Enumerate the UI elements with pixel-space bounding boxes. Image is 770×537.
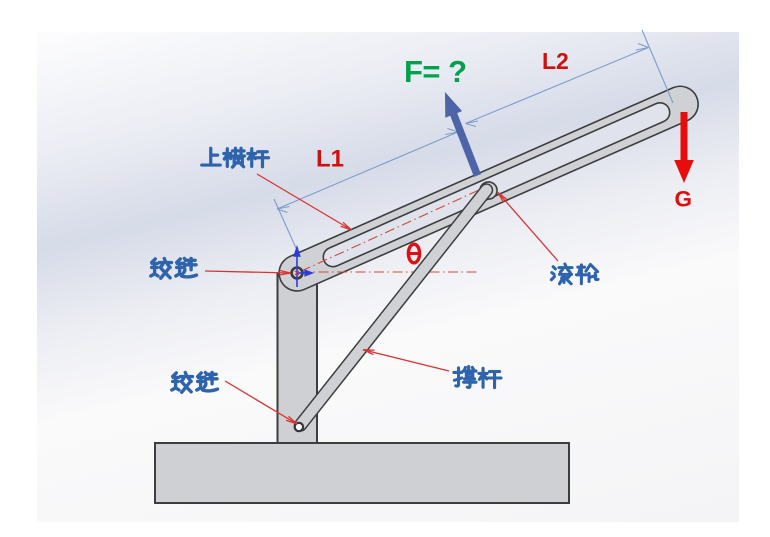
svg-text:L1: L1 [316, 146, 344, 173]
svg-text:G: G [675, 187, 693, 212]
svg-text:F= ?: F= ? [404, 54, 467, 89]
svg-text:L2: L2 [542, 48, 569, 74]
